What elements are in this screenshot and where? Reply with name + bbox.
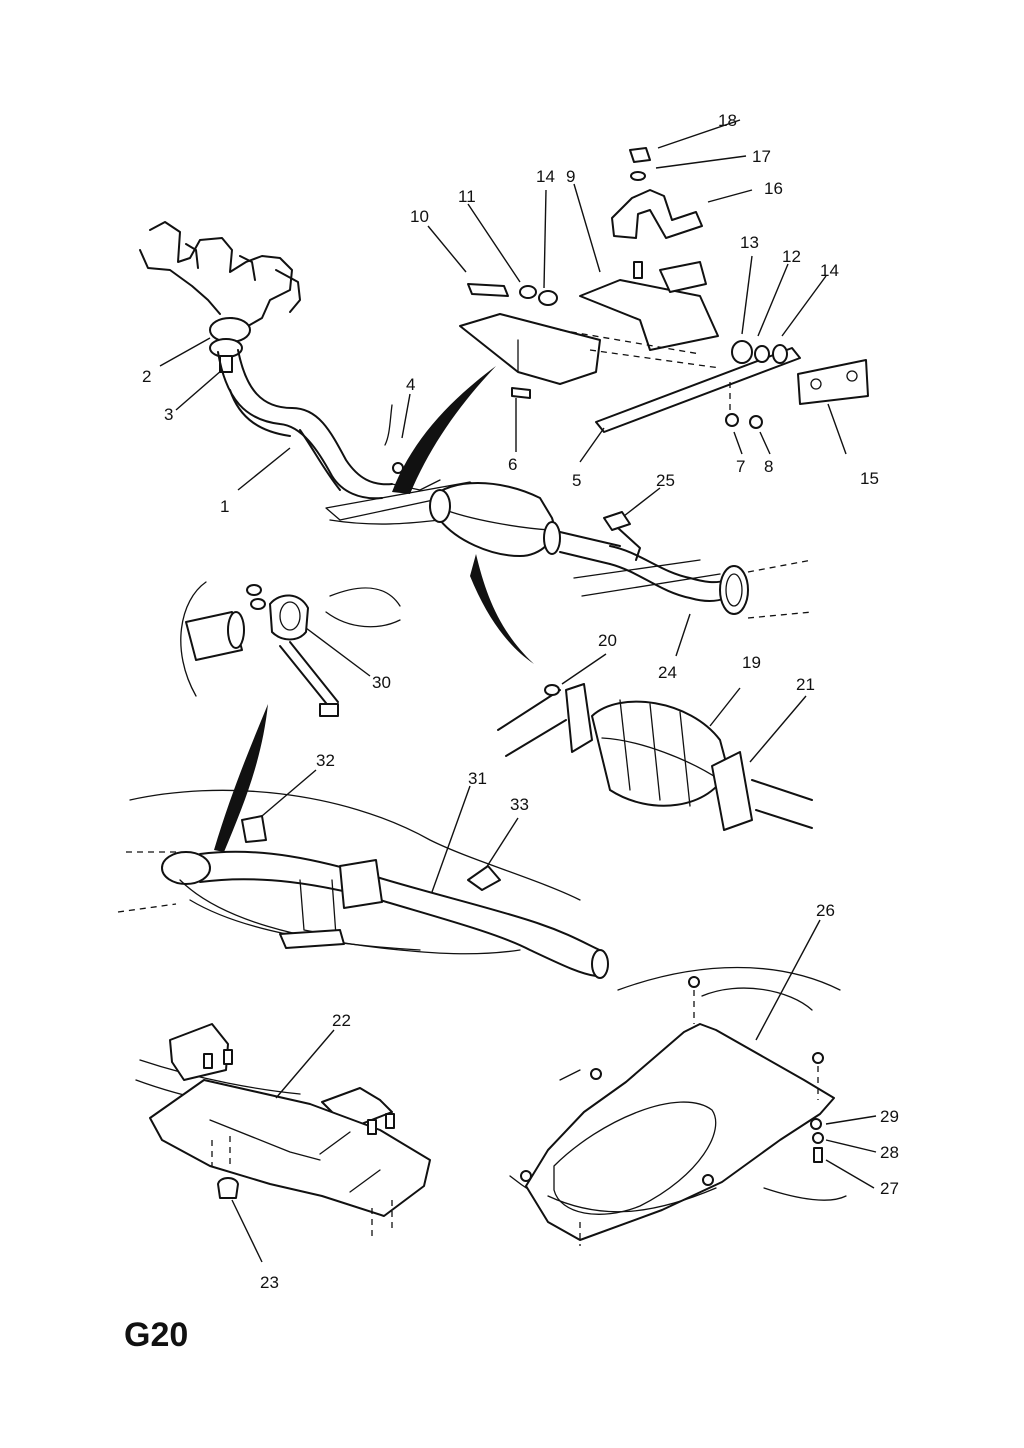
callout-7: 7 [736, 457, 745, 476]
callout-26: 26 [816, 901, 835, 920]
callout-6: 6 [508, 455, 517, 474]
callout-3: 3 [164, 405, 173, 424]
callout-11: 11 [458, 187, 476, 206]
callout-33: 33 [510, 795, 529, 814]
callout-16: 16 [764, 179, 783, 198]
callout-31: 31 [468, 769, 487, 788]
callout-18: 18 [718, 111, 737, 130]
catalytic-converter-detail [497, 683, 813, 831]
callout-14-upper: 14 [536, 167, 555, 186]
callout-4: 4 [406, 375, 415, 394]
bracket-assembly [459, 147, 869, 433]
callout-1: 1 [220, 497, 229, 516]
callout-17: 17 [752, 147, 771, 166]
callout-5: 5 [572, 471, 581, 490]
callout-22: 22 [332, 1011, 351, 1030]
callout-9: 9 [566, 167, 575, 186]
callout-19: 19 [742, 653, 761, 672]
catalytic-converter-top [429, 482, 621, 565]
callout-23: 23 [260, 1273, 279, 1292]
callout-10: 10 [410, 207, 429, 226]
callout-21: 21 [796, 675, 815, 694]
callout-28: 28 [880, 1143, 899, 1162]
callout-30: 30 [372, 673, 391, 692]
intermediate-pipe [573, 545, 813, 619]
callout-27: 27 [880, 1179, 899, 1198]
callout-25: 25 [656, 471, 675, 490]
clamp-detail [180, 581, 401, 717]
hanger-25 [603, 511, 641, 561]
exhaust-manifold [139, 221, 301, 373]
callout-2: 2 [142, 367, 151, 386]
page-code: G20 [124, 1316, 188, 1354]
callout-15: 15 [860, 469, 879, 488]
rear-pipe-section [117, 789, 609, 979]
callout-13: 13 [740, 233, 759, 252]
callout-29: 29 [880, 1107, 899, 1126]
callout-20: 20 [598, 631, 617, 650]
callout-32: 32 [316, 751, 335, 770]
callout-14-right: 14 [820, 261, 839, 280]
leader-lines [159, 119, 877, 1263]
callout-12: 12 [782, 247, 801, 266]
callout-8: 8 [764, 457, 773, 476]
heat-shield-right [509, 966, 847, 1246]
callout-labels: 1 2 3 4 5 6 7 8 9 10 11 12 13 14 14 15 1… [142, 111, 899, 1292]
flow-arrows [214, 366, 534, 852]
callout-24: 24 [658, 663, 677, 682]
heat-shield-left [135, 1023, 431, 1236]
